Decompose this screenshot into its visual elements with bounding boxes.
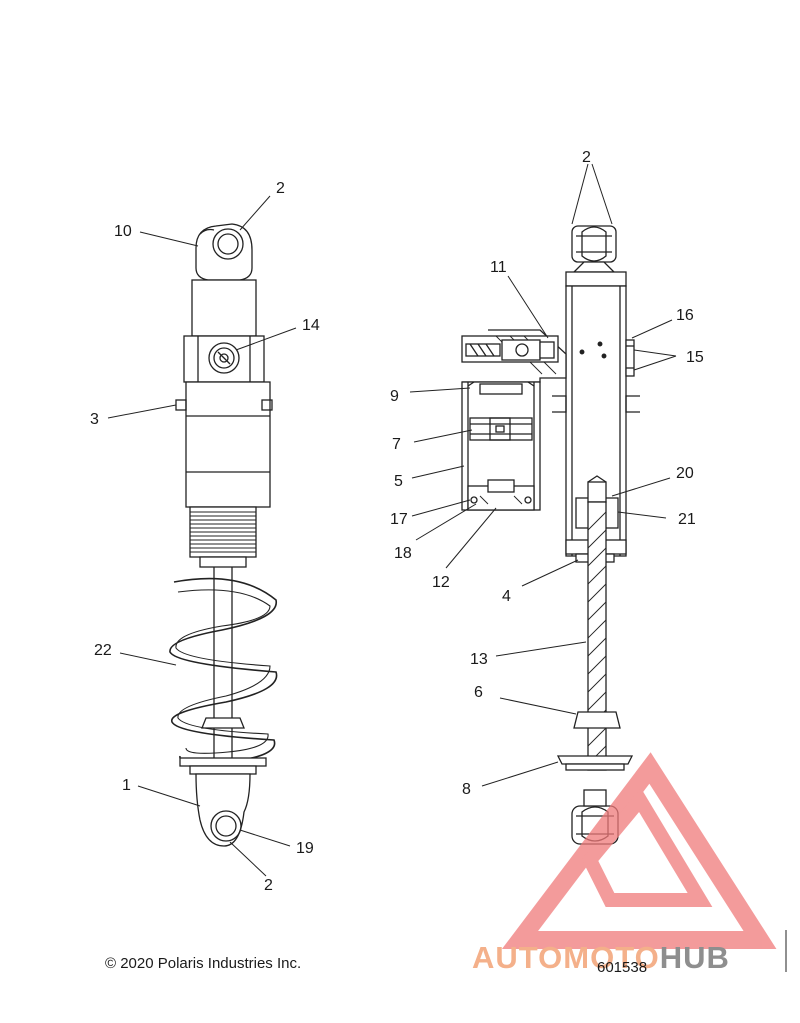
callout-right-21: 21 xyxy=(678,511,696,528)
watermark-hub: HUB xyxy=(659,940,730,975)
callout-right-2: 2 xyxy=(582,149,591,166)
right-leaders xyxy=(409,163,677,787)
watermark-moto: MOTO xyxy=(563,940,660,975)
left-leaders xyxy=(107,195,297,877)
callout-right-20: 20 xyxy=(676,465,694,482)
watermark-logo-icon xyxy=(501,752,777,949)
callout-left-10: 10 xyxy=(114,223,132,240)
callout-left-22: 22 xyxy=(94,642,112,659)
part-number: 601538 xyxy=(597,959,648,976)
callout-right-5: 5 xyxy=(394,473,403,490)
callout-left-1: 1 xyxy=(122,777,131,794)
callout-right-8: 8 xyxy=(462,781,471,798)
callout-right-13: 13 xyxy=(470,651,488,668)
right-callouts: 2 11 16 15 9 7 5 17 18 12 20 21 4 13 6 8 xyxy=(390,149,704,798)
callout-right-9: 9 xyxy=(390,388,399,405)
callout-right-12: 12 xyxy=(432,574,450,591)
left-callouts: 2 10 14 3 22 1 19 2 xyxy=(90,180,320,894)
callout-left-14: 14 xyxy=(302,317,320,334)
watermark-auto: AUTO xyxy=(472,940,564,975)
callout-right-17: 17 xyxy=(390,511,408,528)
callout-left-3: 3 xyxy=(90,411,99,428)
right-shock xyxy=(461,225,640,845)
callout-right-18: 18 xyxy=(394,545,412,562)
callout-right-15: 15 xyxy=(686,349,704,366)
callout-left-2-top: 2 xyxy=(276,180,285,197)
copyright-text: © 2020 Polaris Industries Inc. xyxy=(105,955,302,972)
callout-right-6: 6 xyxy=(474,684,483,701)
callout-right-11: 11 xyxy=(490,259,507,276)
callout-right-7: 7 xyxy=(392,436,401,453)
callout-left-2-bottom: 2 xyxy=(264,877,273,894)
callout-right-4: 4 xyxy=(502,588,511,605)
callout-right-16: 16 xyxy=(676,307,694,324)
watermark-text: AUTOMOTOHUB xyxy=(472,940,730,976)
callout-left-19: 19 xyxy=(296,840,314,857)
left-shock xyxy=(169,223,278,847)
